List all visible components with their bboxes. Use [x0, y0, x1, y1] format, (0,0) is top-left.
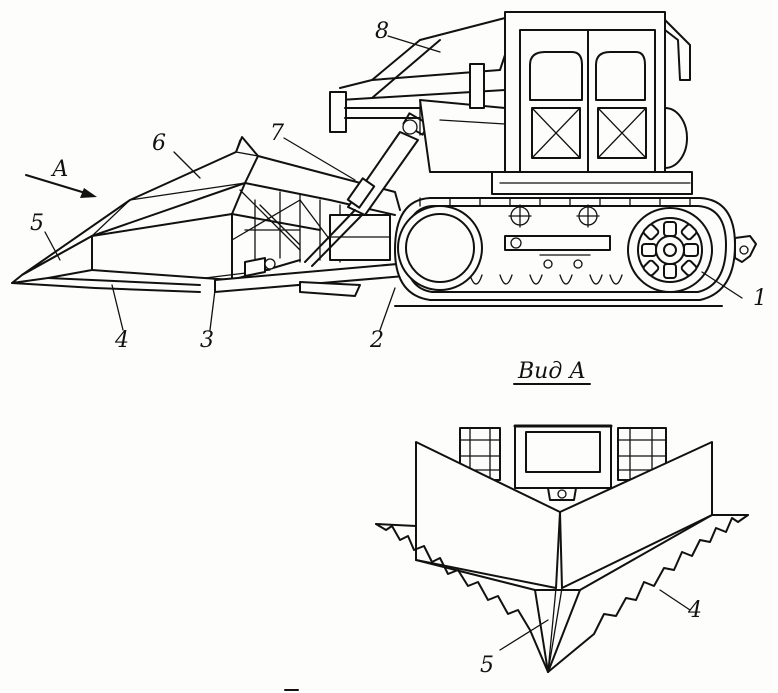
- callout-6: 6: [152, 131, 166, 156]
- view-arrow: А: [25, 157, 97, 198]
- front-callout-4: 4: [687, 598, 702, 623]
- side-view: А 1 2 3 4 5 6 7 8: [11, 11, 767, 353]
- callout-2: 2: [369, 328, 384, 353]
- callout-8: 8: [375, 19, 389, 44]
- front-plow: [375, 441, 749, 673]
- front-view: Вид А: [375, 359, 749, 678]
- callout-4: 4: [114, 328, 129, 353]
- leader-lines: [44, 35, 743, 331]
- callout-7: 7: [270, 121, 284, 146]
- front-callout-5: 5: [480, 653, 494, 678]
- leader-front-4: [659, 589, 691, 611]
- tractor-cab: [329, 11, 693, 195]
- blade-frame: [231, 155, 401, 281]
- plow-blade: [11, 136, 259, 293]
- drive-sprocket: [627, 207, 713, 293]
- callout-1: 1: [753, 286, 767, 311]
- arrow-label: А: [50, 157, 69, 182]
- tractor-track: [394, 197, 757, 301]
- callout-5: 5: [30, 211, 44, 236]
- view-title: Вид А: [517, 359, 586, 384]
- callout-3: 3: [200, 328, 214, 353]
- leader-front-5: [499, 619, 549, 651]
